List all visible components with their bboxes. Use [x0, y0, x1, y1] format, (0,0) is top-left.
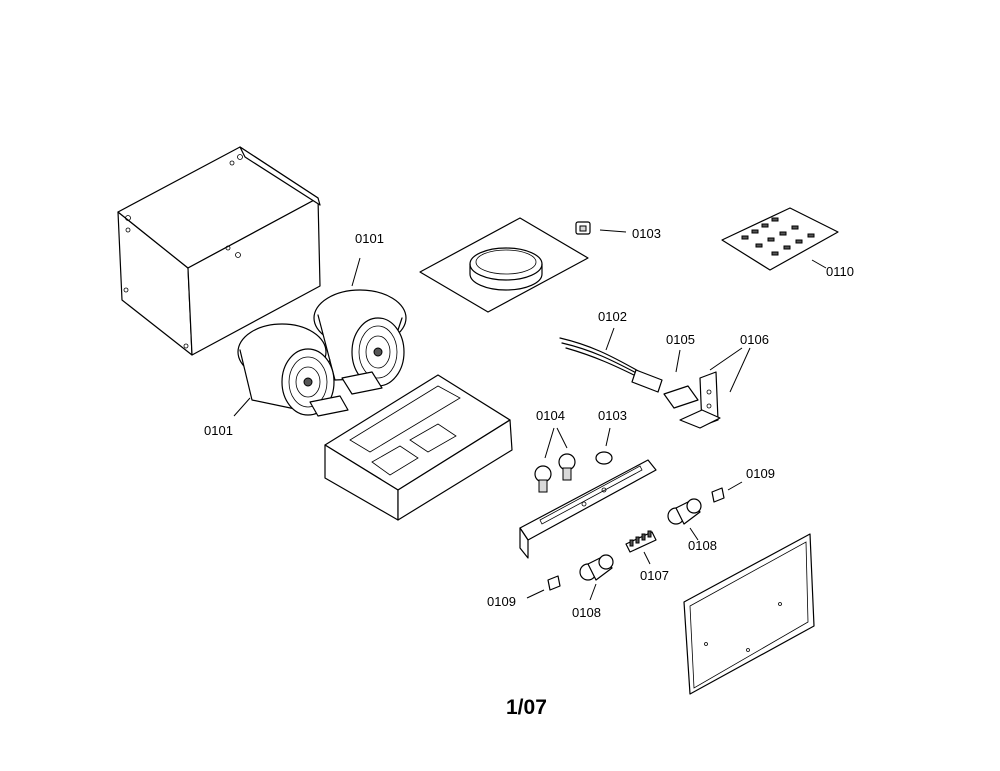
label-clip-right: 0109 — [746, 466, 775, 481]
label-blower-top: 0101 — [355, 231, 384, 246]
base-tray — [324, 374, 513, 521]
blower-bottom — [237, 323, 349, 417]
label-capacitor-right: 0108 — [688, 538, 717, 553]
plug-top-part — [575, 221, 627, 235]
label-knobs: 0104 — [536, 408, 565, 423]
label-harness: 0102 — [598, 309, 627, 324]
leader-blower-top — [351, 257, 361, 287]
wire-harness — [559, 327, 663, 393]
plug-mid-part — [595, 427, 613, 465]
connector-part — [663, 349, 699, 409]
label-hardware-bag: 0110 — [826, 264, 854, 279]
control-bar — [519, 459, 657, 559]
clip-left-part — [526, 575, 561, 599]
label-clip-left: 0109 — [487, 594, 516, 609]
wrapper-panel — [117, 146, 321, 356]
bracket-part — [679, 347, 751, 429]
front-panel — [683, 533, 815, 695]
label-bracket: 0106 — [740, 332, 769, 347]
label-connector: 0105 — [666, 332, 695, 347]
label-plug-mid: 0103 — [598, 408, 627, 423]
capacitor-left-part — [579, 554, 614, 601]
leader-blower-bottom — [233, 397, 251, 417]
hardware-bag — [721, 207, 839, 271]
blower-top — [313, 289, 407, 395]
label-plug-top: 0103 — [632, 226, 661, 241]
label-capacitor-left: 0108 — [572, 605, 601, 620]
terminal-block-part — [625, 530, 657, 565]
label-blower-bottom: 0101 — [204, 423, 233, 438]
knob-parts — [534, 427, 576, 493]
label-terminal: 0107 — [640, 568, 669, 583]
page-number: 1/07 — [506, 696, 547, 719]
capacitor-right-part — [667, 498, 702, 541]
collar-plate — [419, 217, 589, 313]
clip-right-part — [711, 481, 743, 503]
